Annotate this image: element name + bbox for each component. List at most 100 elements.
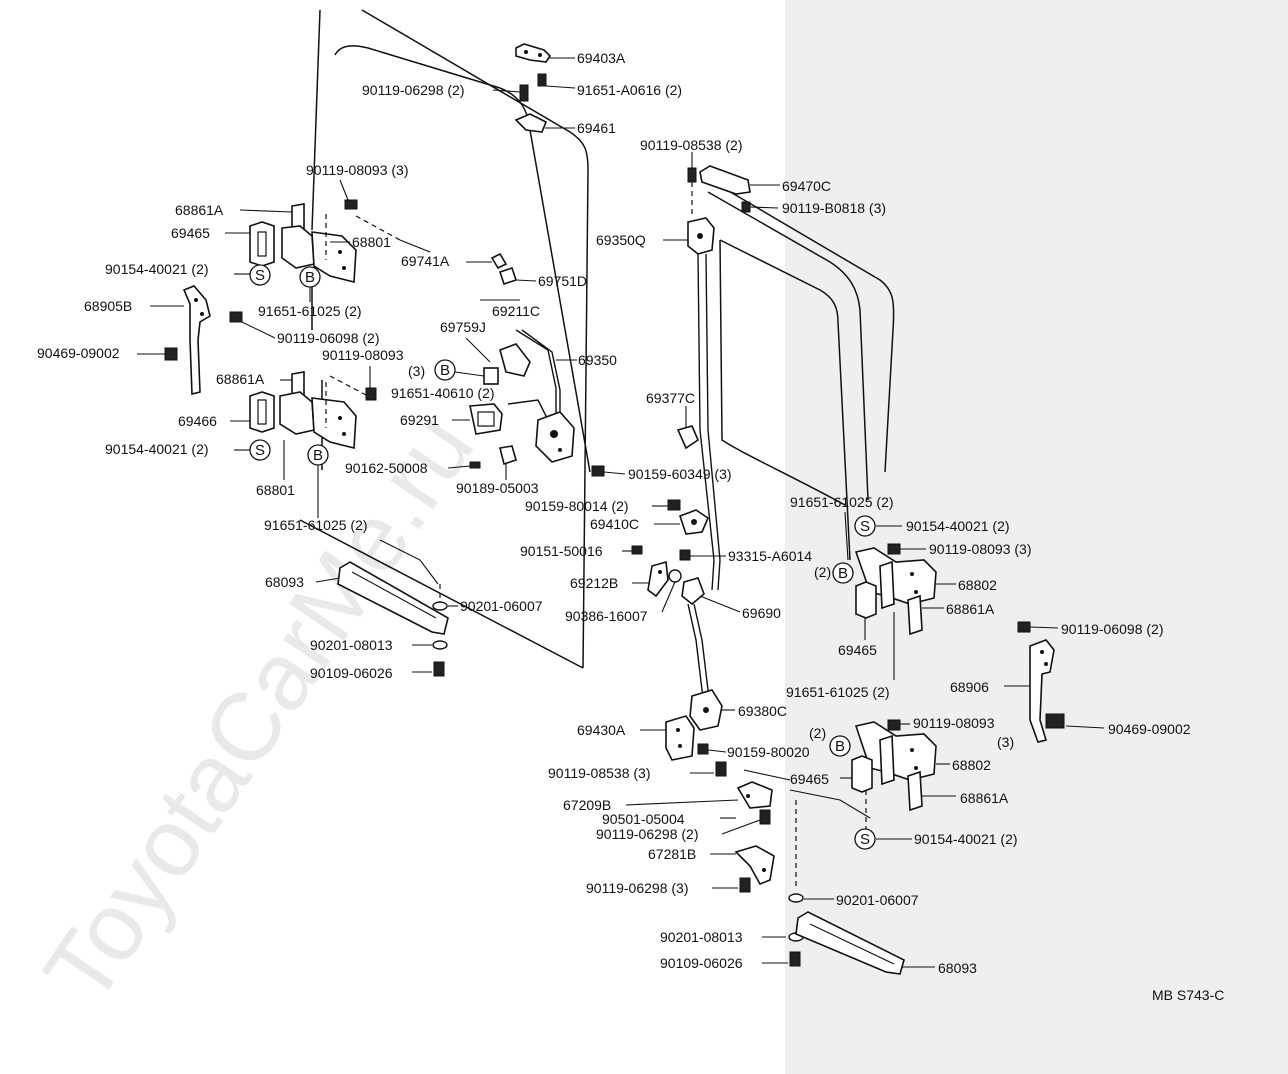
screw-93315-A6014-icon	[679, 549, 691, 561]
clip-90469-09002-r-icon	[1045, 713, 1065, 729]
bolt-90119-08538-bot-icon	[715, 761, 727, 777]
part-69751D-icon	[498, 266, 518, 286]
washer-90201-08013-l-icon	[432, 640, 448, 650]
label-69212B: 69212B	[570, 575, 618, 591]
stay-68906-icon	[1029, 639, 1055, 743]
label-90119-06298-top: 90119-06298 (2)	[362, 82, 464, 98]
label-68861A-r2: 68861A	[960, 790, 1009, 806]
right-door-outline	[707, 179, 895, 561]
part-69410C-icon	[678, 509, 709, 535]
label-93315-A6014: 93315-A6014	[728, 548, 812, 564]
label-90119-06298-mid: 90119-06298 (2)	[596, 826, 698, 842]
bolt-90119-B0818-icon	[741, 201, 751, 213]
handle-69350-icon	[499, 329, 561, 420]
bolt-90119-08538-top-icon	[687, 167, 697, 183]
screw-90162-50008-icon	[469, 461, 481, 469]
bolt-90119-08093-r2-icon	[887, 719, 901, 731]
label-69461: 69461	[577, 120, 616, 136]
washer-90201-06007-r-icon	[788, 893, 804, 903]
svg-text:B: B	[838, 565, 848, 582]
screw-90151-50016-icon	[631, 545, 643, 555]
label-69751D: 69751D	[538, 273, 587, 289]
label-68861A-l1: 68861A	[175, 202, 224, 218]
label-69350: 69350	[578, 352, 617, 368]
label-90159-60349: 90159-60349 (3)	[628, 466, 732, 482]
label-91651-61025-r1: 91651-61025 (2)	[790, 494, 894, 510]
label-69403A: 69403A	[577, 50, 626, 66]
svg-text:B: B	[835, 738, 845, 755]
label-69470C: 69470C	[782, 178, 831, 194]
label-68802-r1: 68802	[958, 577, 997, 593]
label-90501-05004: 90501-05004	[602, 811, 685, 827]
label-90154-40021-r1: 90154-40021 (2)	[906, 518, 1010, 534]
bolt-90119-08093-r1-icon	[887, 543, 901, 555]
svg-text:S: S	[255, 442, 265, 459]
bolt-91651-A0616-icon	[537, 73, 547, 87]
label-67281B: 67281B	[648, 846, 696, 862]
hinge-68801-l2-icon	[279, 371, 357, 450]
bolt-90119-08093-l1-icon	[344, 199, 358, 210]
label-90201-06007-l: 90201-06007	[460, 598, 543, 614]
clip-90469-09002-l-icon	[164, 347, 178, 361]
bracket-67281B-icon	[734, 845, 775, 886]
bolt-90119-06298-bot-icon	[739, 877, 751, 893]
bolt-90119-06298-mid-icon	[759, 809, 771, 825]
label-91651-A0616: 91651-A0616 (2)	[577, 82, 682, 98]
plate-68861A-r2-icon	[907, 770, 923, 812]
check-arm-68093-l-icon	[337, 561, 449, 635]
label-90154-40021-r2: 90154-40021 (2)	[914, 831, 1018, 847]
label-68802-r2: 68802	[952, 757, 991, 773]
label-90201-08013-l: 90201-08013	[310, 637, 393, 653]
label-69410C: 69410C	[590, 516, 639, 532]
label-91651-61025-l2: 91651-61025 (2)	[264, 517, 368, 533]
label-90189-05003: 90189-05003	[456, 480, 539, 496]
label-90201-08013-r: 90201-08013	[660, 929, 743, 945]
label-r1-qty: (2)	[814, 564, 831, 580]
part-69403A-icon	[515, 43, 552, 63]
label-r2-qty3: (3)	[997, 734, 1014, 750]
handle-69291-icon	[469, 403, 503, 435]
label-90119-B0818: 90119-B0818 (3)	[782, 200, 886, 216]
clip-91651-40610-icon	[483, 367, 499, 385]
label-90119-08093-l1: 90119-08093 (3)	[306, 162, 408, 178]
screw-marker-l1: S	[249, 264, 271, 286]
linkage-69690-icon	[681, 577, 705, 606]
label-90119-08093-r1: 90119-08093 (3)	[929, 541, 1031, 557]
label-r2-qty: (2)	[809, 725, 826, 741]
bolt-90159-80014-icon	[667, 499, 681, 511]
bolt-marker-91651-40610: B	[434, 359, 456, 381]
svg-text:B: B	[313, 447, 323, 464]
label-90469-09002-r: 90469-09002	[1108, 721, 1191, 737]
label-90159-80014: 90159-80014 (2)	[525, 498, 629, 514]
bolt-90119-06098-l-icon	[229, 311, 243, 323]
label-69465-r1: 69465	[838, 642, 877, 658]
label-69211C: 69211C	[492, 303, 540, 319]
label-91651-61025-l1: 91651-61025 (2)	[258, 303, 362, 319]
plate-69465-l1-icon	[249, 221, 275, 267]
label-90151-50016: 90151-50016	[520, 543, 603, 559]
hinge-68802-r2-icon	[854, 721, 937, 786]
svg-text:S: S	[255, 267, 265, 284]
label-90119-08538-top: 90119-08538 (2)	[640, 137, 742, 153]
part-69380C-icon	[689, 689, 723, 731]
label-68905B: 68905B	[84, 298, 132, 314]
label-68093-l: 68093	[265, 574, 304, 590]
label-90154-40021-l2: 90154-40021 (2)	[105, 441, 209, 457]
bolt-90159-60349-icon	[591, 465, 605, 477]
washer-90386-16007-icon	[668, 569, 682, 583]
label-90386-16007: 90386-16007	[565, 608, 648, 624]
part-69350Q-icon	[687, 217, 715, 255]
diagram-code: MB S743-C	[1152, 987, 1224, 1003]
label-69377C: 69377C	[646, 390, 695, 406]
plate-69465-r2-icon	[851, 755, 873, 793]
part-69212B-icon	[647, 560, 669, 598]
plate-69466-icon	[249, 391, 275, 433]
label-69465-r2: 69465	[790, 771, 829, 787]
label-90109-06026-l: 90109-06026	[310, 665, 393, 681]
label-68906: 68906	[950, 679, 989, 695]
label-90119-08538-bot: 90119-08538 (3)	[548, 765, 650, 781]
bolt-marker-r2: B	[829, 735, 851, 757]
label-69465-l1: 69465	[171, 225, 210, 241]
